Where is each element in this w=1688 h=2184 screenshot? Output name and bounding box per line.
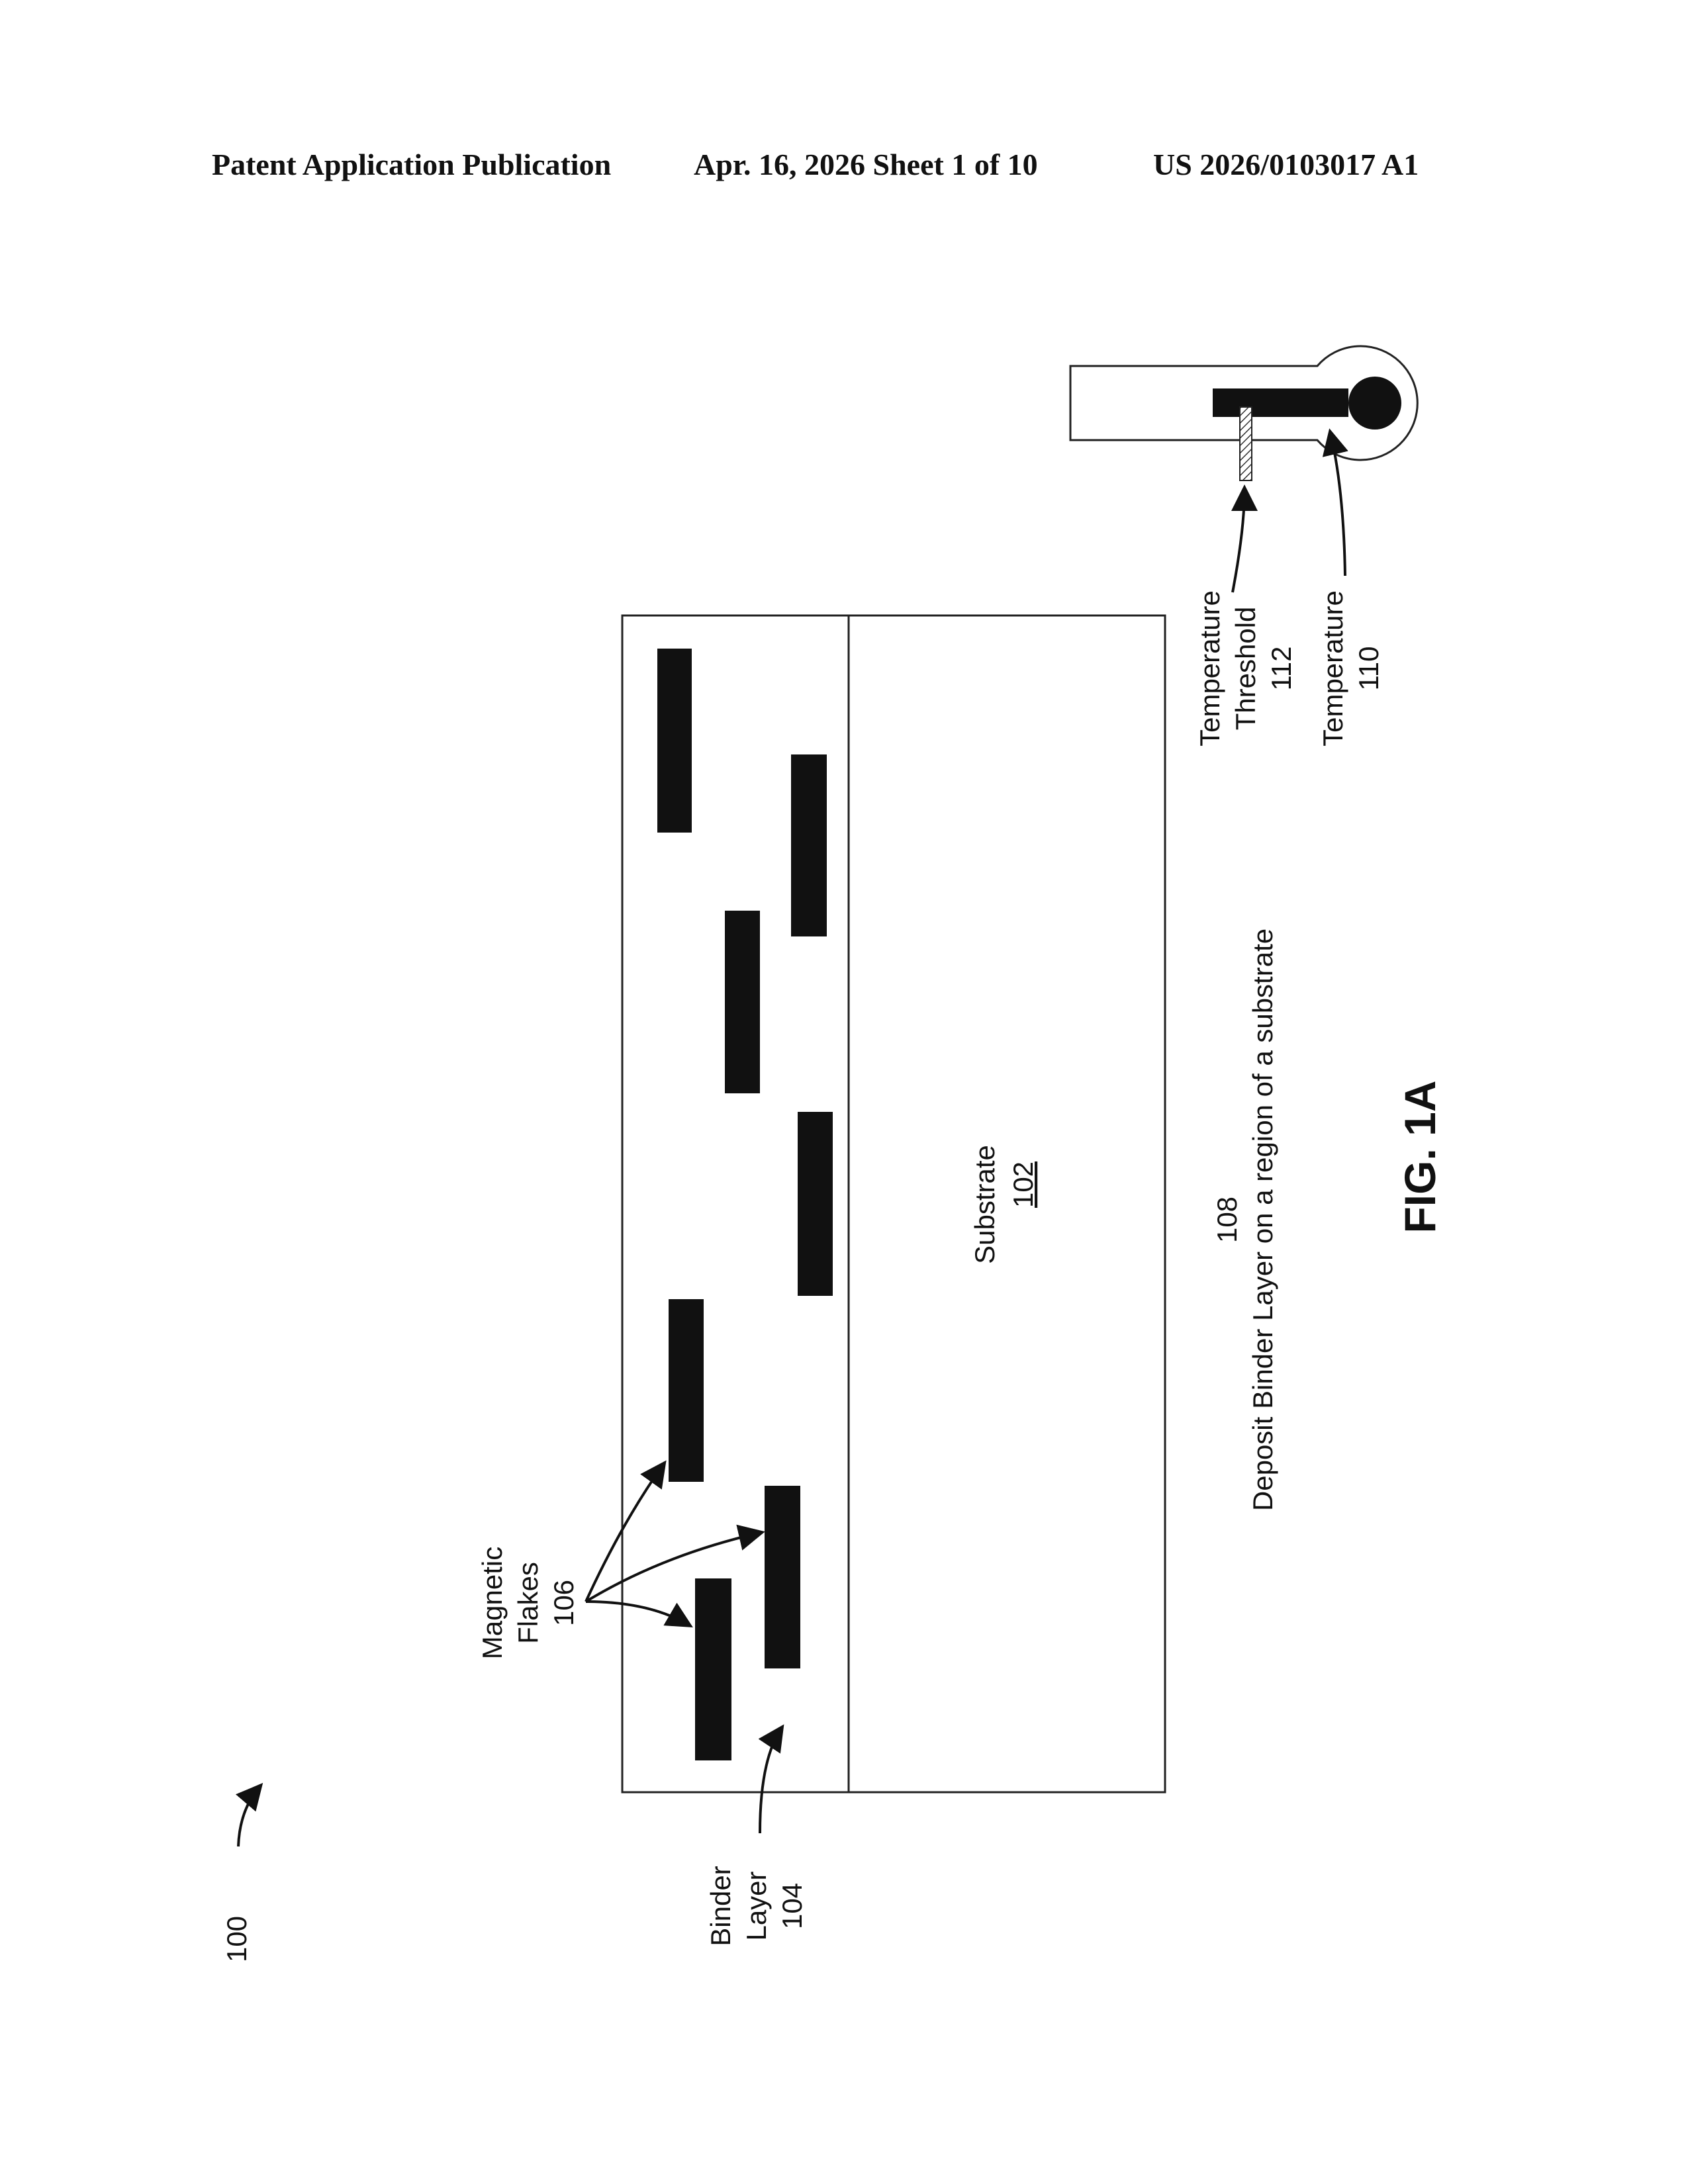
temperature-threshold-label-line1: Temperature bbox=[1194, 590, 1225, 747]
temperature-threshold-label-line2: Threshold bbox=[1230, 607, 1261, 731]
temperature-label-line1: Temperature bbox=[1317, 590, 1348, 747]
magnetic-flake bbox=[765, 1486, 800, 1668]
thermometer-icon bbox=[1070, 346, 1417, 480]
magnetic-flake bbox=[695, 1578, 731, 1760]
threshold-marker bbox=[1240, 407, 1252, 480]
magnetic-flake bbox=[657, 649, 692, 833]
magnetic-flakes-arrow-3 bbox=[586, 1602, 688, 1625]
binder-layer-label-line3: 104 bbox=[776, 1883, 808, 1929]
ref-100-arrow bbox=[238, 1787, 259, 1846]
substrate-ref-label: 102 bbox=[1008, 1161, 1039, 1208]
substrate-rect bbox=[849, 615, 1165, 1792]
thermometer-mercury bbox=[1213, 388, 1348, 417]
binder-layer-label-line2: Layer bbox=[741, 1871, 772, 1940]
magnetic-flakes-label-line2: Flakes bbox=[512, 1562, 543, 1644]
binder-layer-arrow bbox=[760, 1729, 781, 1833]
step-description-label: Deposit Binder Layer on a region of a su… bbox=[1247, 929, 1278, 1511]
magnetic-flakes-label-line3: 106 bbox=[548, 1580, 579, 1626]
binder-layer-label-line1: Binder bbox=[705, 1866, 736, 1946]
substrate-label: Substrate bbox=[969, 1145, 1000, 1264]
magnetic-flake bbox=[791, 754, 827, 936]
temperature-threshold-label-line3: 112 bbox=[1266, 647, 1297, 691]
thermometer-bulb bbox=[1348, 377, 1401, 430]
magnetic-flake bbox=[725, 911, 760, 1093]
ref-100-label: 100 bbox=[221, 1916, 252, 1962]
magnetic-flakes-label-line1: Magnetic bbox=[477, 1547, 508, 1659]
magnetic-flakes-arrow-2 bbox=[586, 1533, 760, 1602]
figure-label: FIG. 1A bbox=[1395, 1080, 1444, 1233]
step-ref-label: 108 bbox=[1211, 1197, 1243, 1243]
magnetic-flake bbox=[798, 1112, 833, 1296]
magnetic-flake bbox=[669, 1299, 704, 1482]
temperature-label-line2: 110 bbox=[1353, 647, 1384, 691]
temperature-threshold-arrow bbox=[1233, 490, 1244, 592]
magnetic-flakes-group bbox=[657, 649, 833, 1760]
